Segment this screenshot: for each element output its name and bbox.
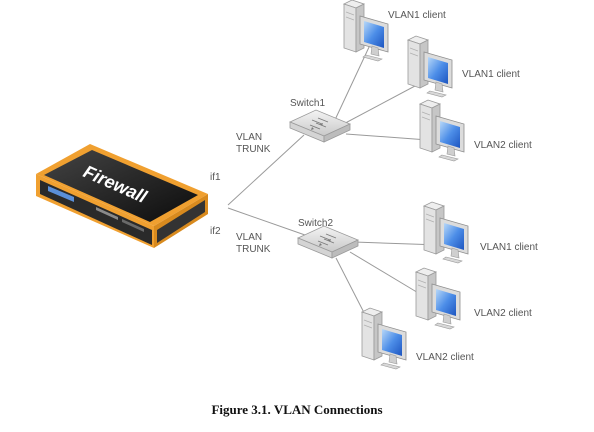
switch2-label: Switch2 bbox=[298, 218, 333, 229]
trunk-label-1-line1: VLAN bbox=[236, 132, 262, 143]
interface-label-if1: if1 bbox=[210, 172, 221, 183]
trunk-label-1-line2: TRUNK bbox=[236, 144, 271, 155]
connection-lines bbox=[227, 44, 441, 341]
client-computer-2 bbox=[407, 35, 453, 98]
client-computer-4 bbox=[423, 201, 469, 264]
link-switch1-client1 bbox=[333, 44, 371, 123]
link-firewall-switch2 bbox=[227, 207, 306, 236]
client-computer-3 bbox=[419, 99, 465, 162]
client-computer-6 bbox=[361, 307, 407, 370]
client-computer-1 bbox=[343, 0, 389, 62]
client-computer-5 bbox=[415, 267, 461, 330]
interface-label-if2: if2 bbox=[210, 226, 221, 237]
firewall-device: Firewall bbox=[36, 144, 208, 248]
link-firewall-switch1 bbox=[227, 134, 305, 206]
client-label-6: VLAN2 client bbox=[416, 352, 474, 363]
trunk-label-2-line1: VLAN bbox=[236, 232, 262, 243]
link-switch1-client3 bbox=[345, 133, 429, 141]
client-label-1: VLAN1 client bbox=[388, 10, 446, 21]
client-label-4: VLAN1 client bbox=[480, 242, 538, 253]
trunk-label-2-line2: TRUNK bbox=[236, 244, 271, 255]
client-label-5: VLAN2 client bbox=[474, 308, 532, 319]
switch1-label: Switch1 bbox=[290, 98, 325, 109]
switch1-device bbox=[289, 109, 351, 143]
figure-caption: Figure 3.1. VLAN Connections bbox=[211, 402, 383, 417]
client-label-3: VLAN2 client bbox=[474, 140, 532, 151]
client-label-2: VLAN1 client bbox=[462, 69, 520, 80]
switch2-device bbox=[297, 225, 359, 259]
